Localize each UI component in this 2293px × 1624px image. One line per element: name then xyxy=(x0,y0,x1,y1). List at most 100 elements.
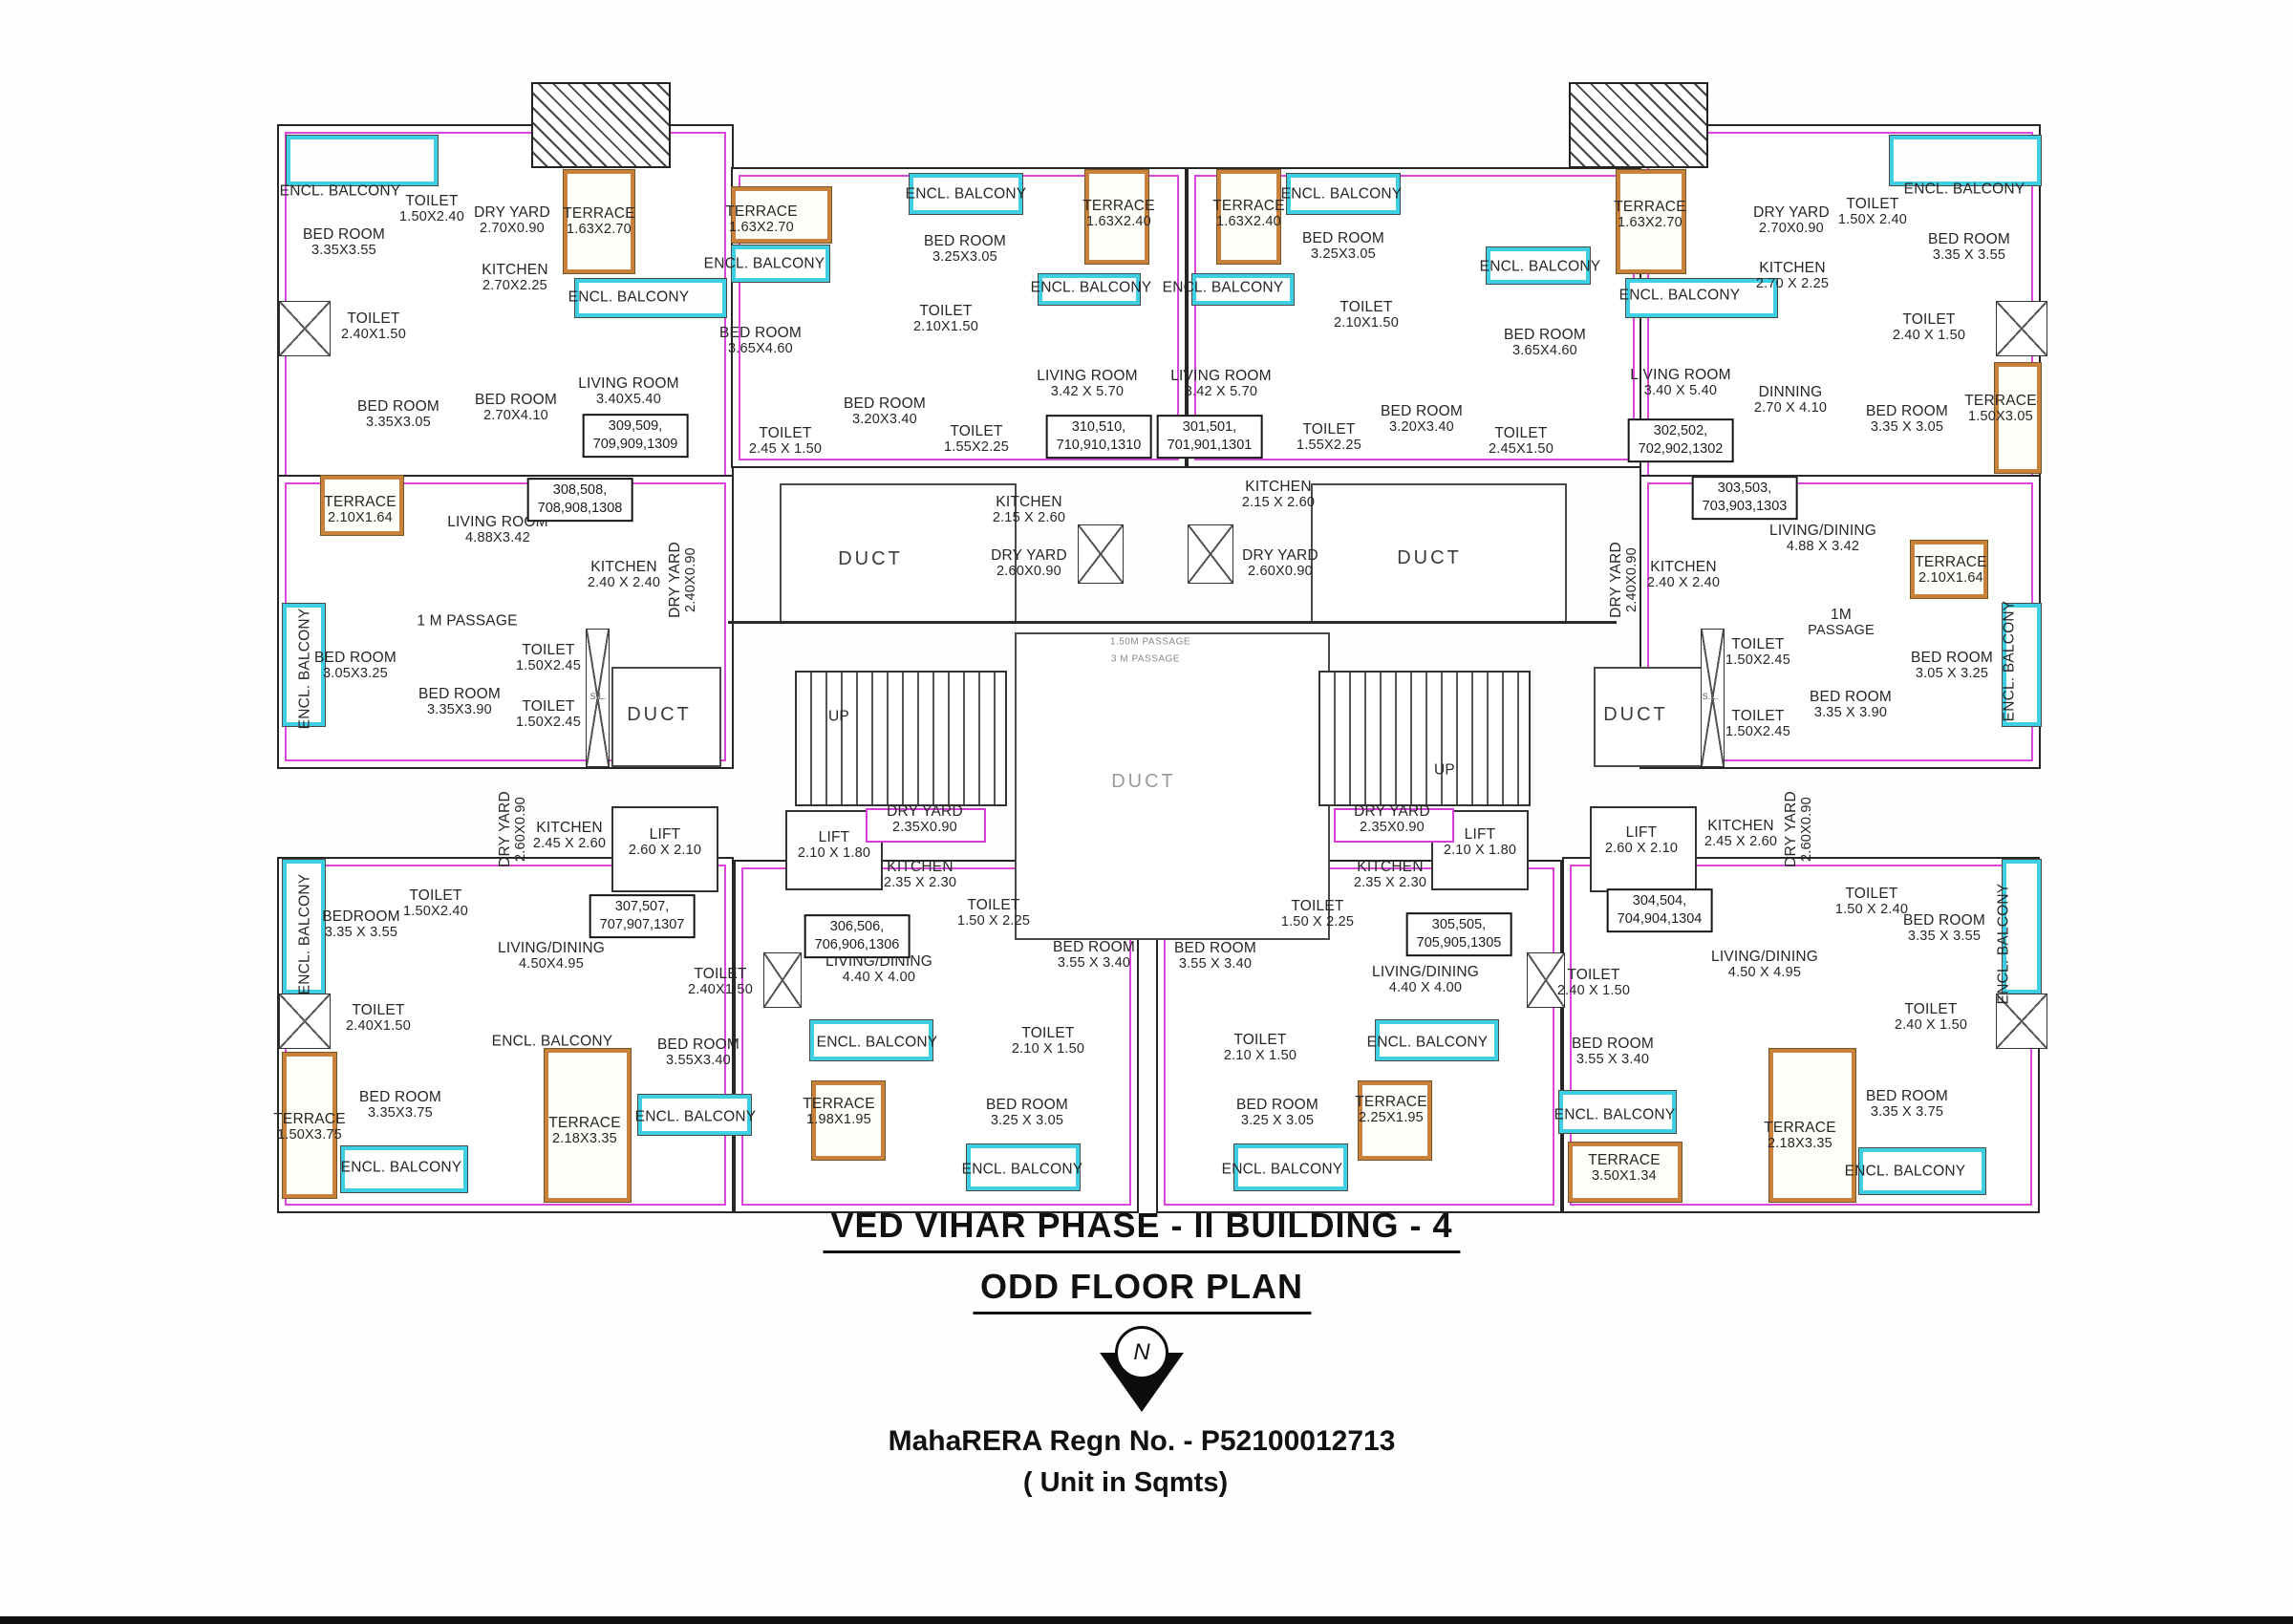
room-dimensions: 2.70X2.25 xyxy=(482,278,547,294)
terrace xyxy=(1568,1142,1682,1203)
room-name: 1 M PASSAGE xyxy=(417,612,518,630)
room-dimensions: 3.05 X 3.25 xyxy=(1915,666,1989,682)
unit-numbers-line: 703,903,1303 xyxy=(1702,499,1788,514)
drawing-title: VED VIHAR PHASE - II BUILDING - 4 xyxy=(823,1206,1461,1253)
room-dimensions: 2.10X1.64 xyxy=(1918,570,1983,587)
room-name: TOILET xyxy=(1494,425,1548,442)
room-name: TOILET xyxy=(352,1002,405,1019)
room-dimensions: 2.60X0.90 xyxy=(1799,797,1815,862)
room-label: ENCL. BALCONY xyxy=(1995,884,2011,1005)
room-name: ENCL. BALCONY xyxy=(1280,185,1403,203)
room-name: TOILET xyxy=(1902,311,1956,329)
room-label: ENCL. BALCONY xyxy=(296,609,312,730)
room-dimensions: 2.40X0.90 xyxy=(683,547,699,612)
room-dimensions: 4.88X3.42 xyxy=(465,530,530,546)
unit-numbers-line: 310,510, xyxy=(1071,419,1126,436)
lift-shaft xyxy=(611,806,718,892)
room-label: 1.50M PASSAGE xyxy=(1110,636,1190,647)
room-dimensions: 1.63X2.70 xyxy=(567,222,632,238)
enclosed-balcony xyxy=(282,859,326,994)
terrace xyxy=(1910,540,1988,599)
room-name: BED ROOM xyxy=(1504,327,1586,344)
room-name: ENCL. BALCONY xyxy=(816,1034,938,1051)
room-dimensions: 2.10X1.50 xyxy=(913,319,978,335)
duct-shaft xyxy=(1015,632,1330,940)
room-label: S.L. xyxy=(1703,692,1719,701)
room-name: BED ROOM xyxy=(1911,650,1993,667)
room-dimensions: 3.35 X 3.55 xyxy=(324,925,398,941)
unit-numbers-line: 705,905,1305 xyxy=(1416,935,1502,951)
dry-yard-box xyxy=(1334,808,1454,843)
room-name: DRY YARD xyxy=(474,204,550,222)
room-label: ENCL. BALCONY xyxy=(492,1033,613,1049)
room-label: ENCL. BALCONY xyxy=(1480,258,1601,274)
room-name: TERRACE xyxy=(273,1111,346,1128)
room-dimensions: 3.40X5.40 xyxy=(596,392,661,408)
unit-numbers-line: 304,504, xyxy=(1632,893,1687,909)
room-label: ENCL. BALCONY xyxy=(1163,279,1284,295)
room-name: BED ROOM xyxy=(1866,403,1948,420)
room-label: ENCL. BALCONY xyxy=(1367,1034,1489,1050)
rera-registration-text: MahaRERA Regn No. - P52100012713 xyxy=(888,1425,1396,1457)
room-name: LIFT xyxy=(649,826,681,844)
unit-numbers-box: 305,505, 705,905,1305 xyxy=(1405,912,1512,956)
room-dimensions: 2.10X1.50 xyxy=(1334,315,1399,331)
room-label: ENCL. BALCONY xyxy=(296,874,312,995)
room-dimensions: 4.50 X 4.95 xyxy=(1727,965,1802,981)
unit-numbers-line: 305,505, xyxy=(1431,917,1487,933)
room-name: ENCL. BALCONY xyxy=(1366,1034,1489,1051)
room-dimensions: 2.45X1.50 xyxy=(1489,441,1554,458)
room-name: 1M xyxy=(1831,607,1852,624)
room-label: ENCL. BALCONY xyxy=(962,1161,1083,1177)
room-name: ENCL. BALCONY xyxy=(1995,883,2012,1005)
terrace xyxy=(282,1052,337,1199)
room-dimensions: 2.10 X 1.50 xyxy=(1011,1041,1085,1058)
room-dimensions: 2.40X1.50 xyxy=(688,982,753,998)
room-dimensions: 3.55 X 3.40 xyxy=(1178,956,1253,972)
room-label: DUCT xyxy=(1603,704,1668,725)
room-label: ENCL. BALCONY xyxy=(1281,185,1403,202)
room-name: TOILET xyxy=(694,966,747,983)
room-name: DUCT xyxy=(838,547,903,569)
room-label: DUCT xyxy=(1397,547,1462,568)
room-name: TOILET xyxy=(522,698,575,716)
enclosed-balcony xyxy=(2002,859,2042,994)
room-name: ENCL. BALCONY xyxy=(1030,279,1152,296)
room-dimensions: PASSAGE xyxy=(1808,623,1875,639)
room-dimensions: 2.35X0.90 xyxy=(1360,820,1425,836)
terrace xyxy=(544,1048,632,1203)
unit-numbers-line: 709,909,1309 xyxy=(592,437,678,452)
room-name: TOILET xyxy=(1731,708,1785,725)
room-dimensions: 2.15 X 2.60 xyxy=(1241,495,1316,511)
room-name: KITCHEN xyxy=(887,859,954,876)
drawing-subtitle: ODD FLOOR PLAN xyxy=(973,1267,1311,1314)
terrace xyxy=(731,186,832,244)
room-name: TOILET xyxy=(950,423,1003,440)
room-name: TERRACE xyxy=(563,205,635,223)
unit-numbers-box: 308,508,708,908,1308 xyxy=(526,478,633,522)
room-dimensions: 2.45 X 2.60 xyxy=(532,836,607,852)
room-dimensions: 3.25X3.05 xyxy=(1311,246,1376,263)
room-name: ENCL. BALCONY xyxy=(279,182,401,200)
room-name: BED ROOM xyxy=(1053,939,1135,956)
service-shaft-xbox xyxy=(279,994,331,1049)
room-dimensions: 1.63X2.40 xyxy=(1086,214,1151,230)
